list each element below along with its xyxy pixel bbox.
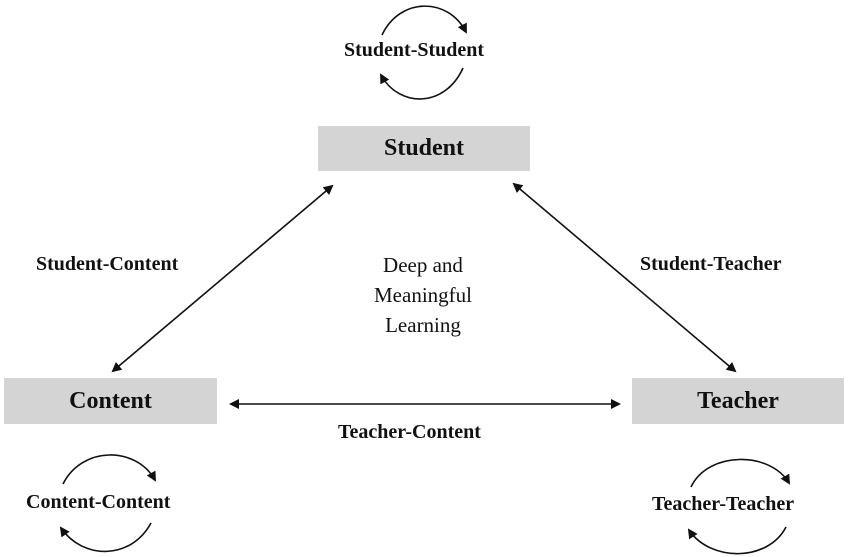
student-teacher-arrow <box>512 182 737 373</box>
content-self-loop-top-arc <box>62 454 156 485</box>
content-self-loop-bottom-arc <box>59 522 152 553</box>
teacher-node-label: Teacher <box>697 387 779 414</box>
student-node: Student <box>318 126 530 171</box>
teacher-self-loop-bottom-arc <box>687 526 787 555</box>
content-content-label: Content-Content <box>26 491 171 513</box>
content-node-label: Content <box>69 387 152 414</box>
student-content-label: Student-Content <box>36 253 179 275</box>
center-line-1: Deep and <box>383 253 463 277</box>
student-self-loop-bottom-arc <box>380 67 464 100</box>
student-self-loop-top-arc <box>381 5 467 36</box>
teacher-content-label: Teacher-Content <box>338 421 481 443</box>
teacher-self-loop-top-arc <box>690 458 791 488</box>
center-line-2: Meaningful <box>374 283 472 307</box>
center-deep-meaningful-learning: Deep and Meaningful Learning <box>340 250 506 340</box>
student-node-label: Student <box>383 135 465 161</box>
content-node: Content <box>4 378 217 424</box>
teacher-teacher-label: Teacher-Teacher <box>652 493 795 515</box>
student-teacher-label: Student-Teacher <box>640 253 782 275</box>
student-student-label: Student-Student <box>344 39 485 61</box>
center-line-3: Learning <box>385 313 461 337</box>
teacher-node: Teacher <box>632 378 844 424</box>
student-content-arrow <box>111 184 334 373</box>
